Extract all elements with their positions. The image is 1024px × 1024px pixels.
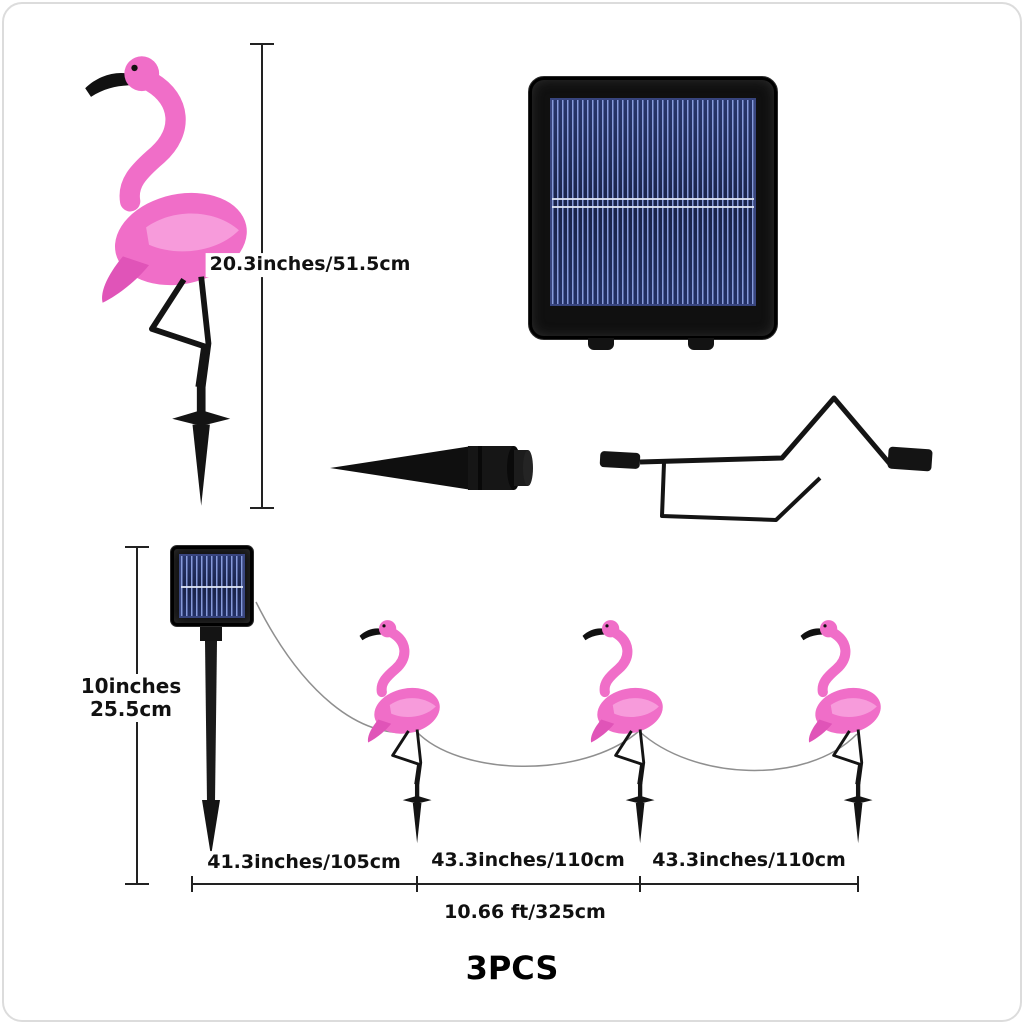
flamingo-large — [85, 56, 255, 506]
ground-spike — [330, 446, 533, 490]
solar-panel-cells — [550, 98, 756, 306]
dim-label-spacing-3: 43.3inches/110cm — [648, 849, 850, 873]
flamingo-small-3 — [801, 620, 886, 843]
dim-label-total-length: 10.66 ft/325cm — [440, 901, 610, 925]
mounting-bracket — [599, 395, 933, 522]
dim-label-panel-height-inches: 10inches — [80, 674, 182, 698]
flamingo-small-2 — [583, 620, 668, 843]
panel-stake — [200, 625, 222, 856]
panel-mount-tab — [588, 338, 614, 350]
dim-label-spacing-2: 43.3inches/110cm — [427, 849, 629, 873]
panel-grid-line — [552, 206, 754, 209]
quantity-label: 3PCS — [465, 949, 559, 987]
solar-panel-small — [170, 545, 254, 627]
dim-label-flamingo-height: 20.3inches/51.5cm — [205, 253, 415, 277]
panel-grid-line — [552, 197, 754, 200]
dim-label-panel-height-cm: 25.5cm — [89, 697, 173, 721]
flamingo-small-1 — [360, 620, 445, 843]
solar-panel-large — [528, 76, 778, 350]
dim-label-panel-height: 10inches 25.5cm — [76, 674, 186, 722]
dim-label-spacing-1: 41.3inches/105cm — [203, 851, 405, 875]
connecting-wire — [255, 601, 858, 772]
solar-panel-cells — [179, 554, 245, 618]
panel-mount-tab — [688, 338, 714, 350]
panel-grid-line — [181, 586, 243, 588]
